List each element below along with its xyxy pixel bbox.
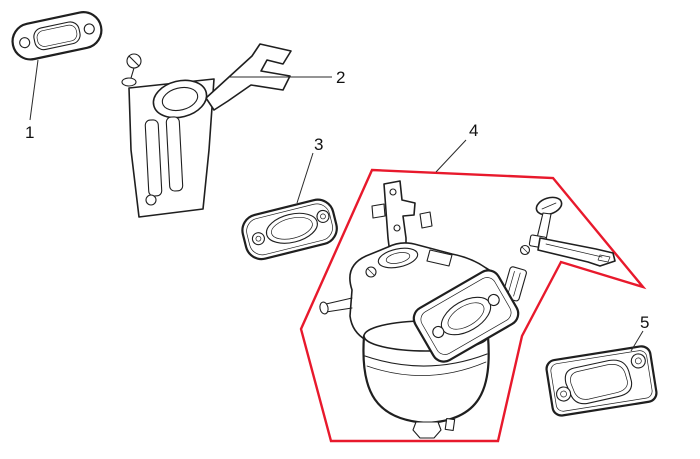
leader-line-5 (630, 330, 644, 352)
mounting-flange-inner-line (420, 277, 512, 355)
choke-knob-slot (541, 202, 557, 210)
screw-slot (367, 268, 375, 276)
bolt-hole-left (556, 386, 572, 402)
fuel-inlet-tip (319, 301, 329, 315)
bracket-hole-bottom (393, 224, 401, 232)
drain-bolt (412, 421, 442, 439)
leader-line-1 (29, 59, 39, 121)
bolt-hole-right (316, 209, 330, 223)
bowl-band-line-2 (366, 361, 487, 376)
insulator-slot-right (165, 116, 184, 192)
flange-bore-inner (447, 302, 485, 330)
stud-bolt-slot (128, 55, 140, 67)
lever-screw-slot (521, 246, 529, 254)
insulator-bolt-hole (145, 194, 157, 206)
part-1-gasket[interactable] (9, 9, 105, 63)
solenoid-rib (507, 271, 515, 295)
leader-line-4 (435, 139, 467, 173)
part-label-2[interactable]: 2 (336, 68, 345, 87)
insulator-bore-inner (161, 86, 199, 112)
washer (121, 77, 137, 87)
throttle-lever-assembly[interactable] (519, 194, 616, 267)
bolt-hole-right (630, 353, 646, 369)
part-4-highlight-outline (299, 168, 647, 443)
gasket-opening-inner-line (36, 24, 78, 47)
part-5-gasket[interactable] (545, 345, 658, 417)
part-label-5[interactable]: 5 (640, 313, 649, 332)
venturi-throat-inner (385, 252, 411, 264)
fuel-inlet-top (325, 297, 353, 305)
bracket-side-tab (371, 203, 386, 219)
lever-arm-center-line (545, 243, 603, 258)
overflow-peg (444, 417, 456, 432)
gasket-outline-inner-line (550, 350, 653, 412)
lever-arm-tip-notch (597, 254, 611, 263)
bolt-hole-left (251, 232, 265, 246)
part-label-1[interactable]: 1 (25, 123, 34, 142)
solenoid-rib (513, 272, 521, 297)
leader-line-3 (296, 152, 314, 204)
fuel-inlet-bottom (325, 307, 353, 313)
bolt-hole-left-inner (255, 235, 262, 242)
gasket-opening-inner-line (570, 364, 628, 400)
bolt-hole-right-inner (634, 357, 642, 365)
lever-arm (537, 237, 616, 267)
bolt-hole-right-inner (320, 213, 326, 220)
stud-bolt-shank (130, 67, 135, 79)
bracket-post (419, 211, 433, 229)
bowl-band-line (364, 353, 488, 367)
part-3-gasket[interactable] (239, 196, 340, 262)
part-label-4[interactable]: 4 (469, 121, 478, 140)
body-detail-plate (426, 249, 453, 267)
insulator-slot-left (144, 119, 163, 197)
gasket-opening-inner-line (271, 216, 313, 240)
flange-bolt-hole-left (432, 325, 445, 339)
part-4-carburetor[interactable] (319, 180, 527, 439)
part-label-3[interactable]: 3 (314, 135, 323, 154)
flange-bolt-hole-right (487, 293, 500, 307)
gasket-opening (33, 21, 81, 51)
gasket-outline-inner-line (246, 203, 333, 256)
gasket-opening (265, 212, 318, 244)
bolt-hole-left-inner (560, 390, 567, 398)
bracket-hole-top (389, 188, 397, 196)
bolt-hole-left (19, 37, 31, 49)
bolt-hole-right (83, 23, 95, 35)
